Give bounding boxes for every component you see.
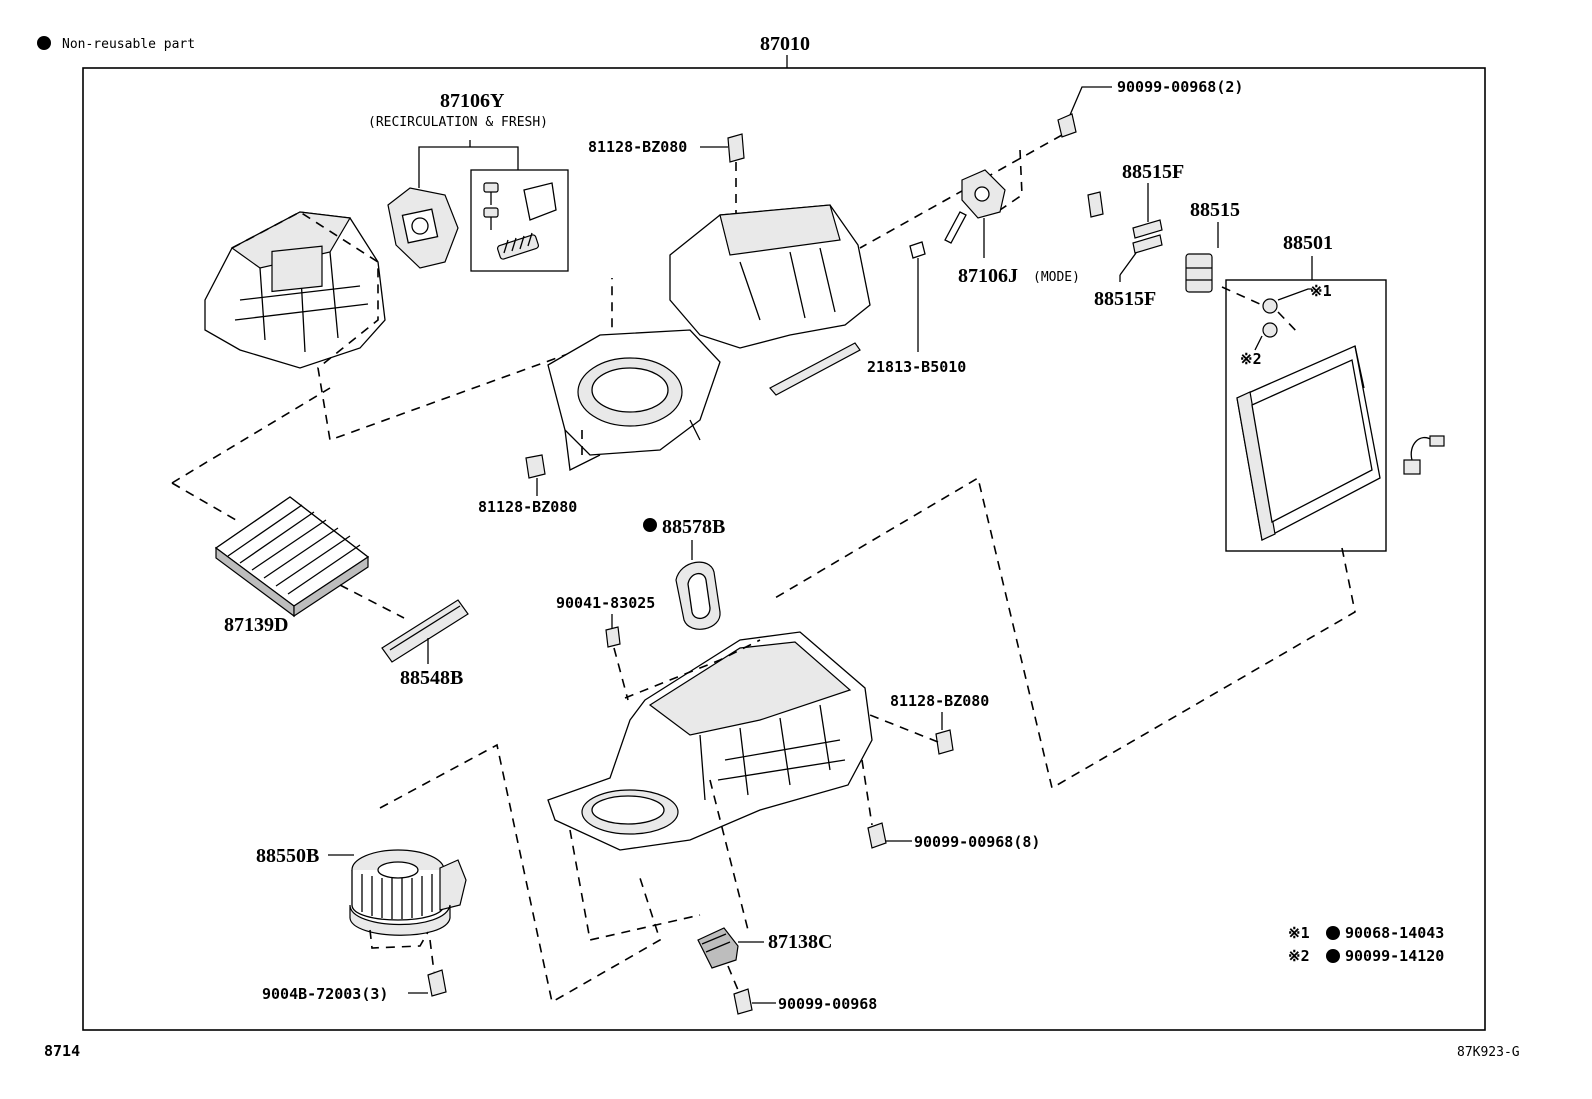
label-87106Y[interactable]: 87106Y (440, 90, 505, 112)
label-9004B-72003-3[interactable]: 9004B-72003(3) (262, 985, 388, 1003)
note2-dot-icon (1326, 949, 1340, 963)
clip-90041-icon (605, 626, 621, 648)
label-90099-00968-2[interactable]: 90099-00968(2) (1117, 78, 1243, 96)
note2-part[interactable]: 90099-14120 (1345, 947, 1444, 965)
evaporator-sensor-icon (1403, 435, 1445, 475)
assembly-label[interactable]: 87010 (760, 33, 810, 55)
label-88548B[interactable]: 88548B (400, 667, 463, 689)
lower-blower-case-icon[interactable] (547, 631, 873, 851)
label-88515F-a[interactable]: 88515F (1122, 161, 1184, 183)
evaporator-box (1225, 279, 1387, 552)
label-87106J[interactable]: 87106J (958, 265, 1018, 287)
label-90099-00968-bottom[interactable]: 90099-00968 (778, 995, 877, 1013)
note1-part[interactable]: 90068-14043 (1345, 924, 1444, 942)
label-mark2: ※2 (1240, 350, 1262, 368)
clamp-right-icon (935, 729, 954, 755)
servo-kit-box (470, 169, 569, 272)
label-88515F-b[interactable]: 88515F (1094, 288, 1156, 310)
o-ring-2-icon (1262, 322, 1278, 338)
heater-pipe-icon (769, 342, 861, 396)
servo-kit-screws-icon (483, 182, 499, 230)
note1-dot-icon (1326, 926, 1340, 940)
small-bolt-icon (1087, 191, 1104, 218)
mode-servo-motor-icon[interactable] (961, 169, 1006, 219)
expansion-valve-icon[interactable] (1185, 253, 1213, 293)
thermistor-b-icon (1132, 234, 1163, 254)
note1-mark: ※1 (1288, 924, 1310, 942)
label-90099-00968-8[interactable]: 90099-00968(8) (914, 833, 1040, 851)
footer-left: 8714 (44, 1042, 80, 1060)
footer-right: 87K923-G (1457, 1045, 1520, 1060)
legend-text: Non-reusable part (62, 37, 195, 52)
label-21813-B5010[interactable]: 21813-B5010 (867, 358, 966, 376)
heater-case-icon[interactable] (547, 204, 871, 471)
screw-case-icon (867, 822, 887, 849)
blower-screw-icon (427, 969, 447, 997)
blower-resistor-icon[interactable] (697, 927, 739, 969)
clamp-top-icon (727, 133, 745, 163)
note2-mark: ※2 (1288, 947, 1310, 965)
label-87138C[interactable]: 87138C (768, 931, 832, 953)
label-81128-BZ080-top[interactable]: 81128-BZ080 (588, 138, 687, 156)
label-88578B[interactable]: 88578B (662, 516, 725, 538)
blower-motor-icon[interactable] (349, 849, 467, 936)
servo-gasket-icon (523, 182, 557, 221)
label-87106J-note: (MODE) (1033, 270, 1080, 285)
filter-cover-icon[interactable] (381, 599, 469, 663)
mode-link-icon (944, 211, 967, 244)
label-88501[interactable]: 88501 (1283, 232, 1333, 254)
label-81128-BZ080-right[interactable]: 81128-BZ080 (890, 692, 989, 710)
label-87106Y-note: (RECIRCULATION & FRESH) (368, 115, 548, 130)
seal-non-reusable-dot-icon (643, 518, 657, 532)
evaporator-core-icon[interactable] (1236, 345, 1381, 541)
label-81128-BZ080-mid[interactable]: 81128-BZ080 (478, 498, 577, 516)
label-87139D[interactable]: 87139D (224, 614, 288, 636)
assembly-frame (82, 67, 1486, 1031)
non-reusable-dot-icon (37, 36, 51, 50)
clamp-mid-icon (525, 454, 546, 479)
label-90041-83025[interactable]: 90041-83025 (556, 594, 655, 612)
cabin-filter-icon[interactable] (214, 496, 370, 618)
recirc-servo-motor-icon[interactable] (387, 187, 459, 269)
screw-top-icon (1057, 113, 1077, 138)
clip-21813-icon (909, 241, 926, 259)
label-88550B[interactable]: 88550B (256, 845, 319, 867)
label-mark1: ※1 (1310, 282, 1332, 300)
servo-spring-icon (496, 232, 540, 260)
label-88515[interactable]: 88515 (1190, 199, 1240, 221)
screw-bottom-icon (733, 988, 753, 1015)
o-ring-1-icon (1262, 298, 1278, 314)
thermistor-a-icon (1132, 219, 1163, 239)
air-inlet-housing-icon[interactable] (204, 211, 386, 369)
seal-gasket-icon[interactable] (675, 561, 721, 630)
